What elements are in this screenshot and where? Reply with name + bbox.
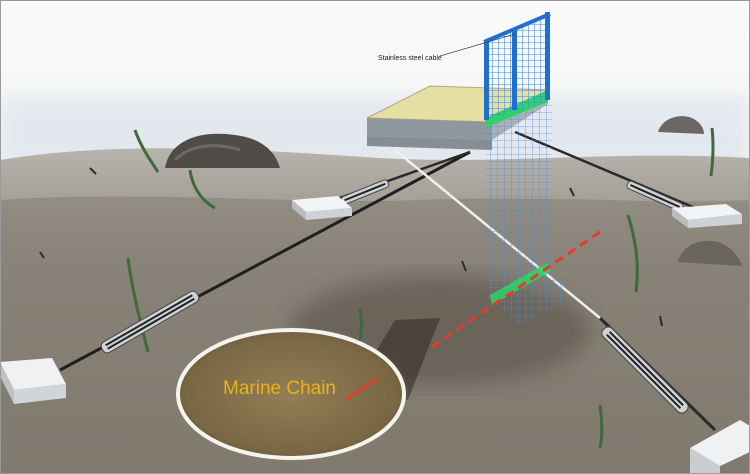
anchor-block-back-right [672,204,742,228]
rock-left [165,133,280,168]
cable-connectors [100,179,689,414]
cable-label: Stainless steel cable [378,55,442,62]
chain-line-zoom [345,376,379,401]
seabed-debris [39,167,663,327]
cable-callout: Stainless steel cable [378,33,516,62]
magnifier-lens: Marine Chain [176,328,406,460]
seagrass [126,127,715,449]
rock-right [658,116,704,134]
rock-right-low [678,240,742,266]
anchor-block-front-right [690,420,750,474]
anchor-block-back-left [292,196,352,220]
chain-label: Marine Chain [223,378,336,399]
chain-line-dashed [429,230,601,350]
bottom-green-band [490,262,550,305]
anchor-block-front-left [0,358,66,404]
cage-frame [483,12,551,120]
anchor-blocks [0,196,750,474]
